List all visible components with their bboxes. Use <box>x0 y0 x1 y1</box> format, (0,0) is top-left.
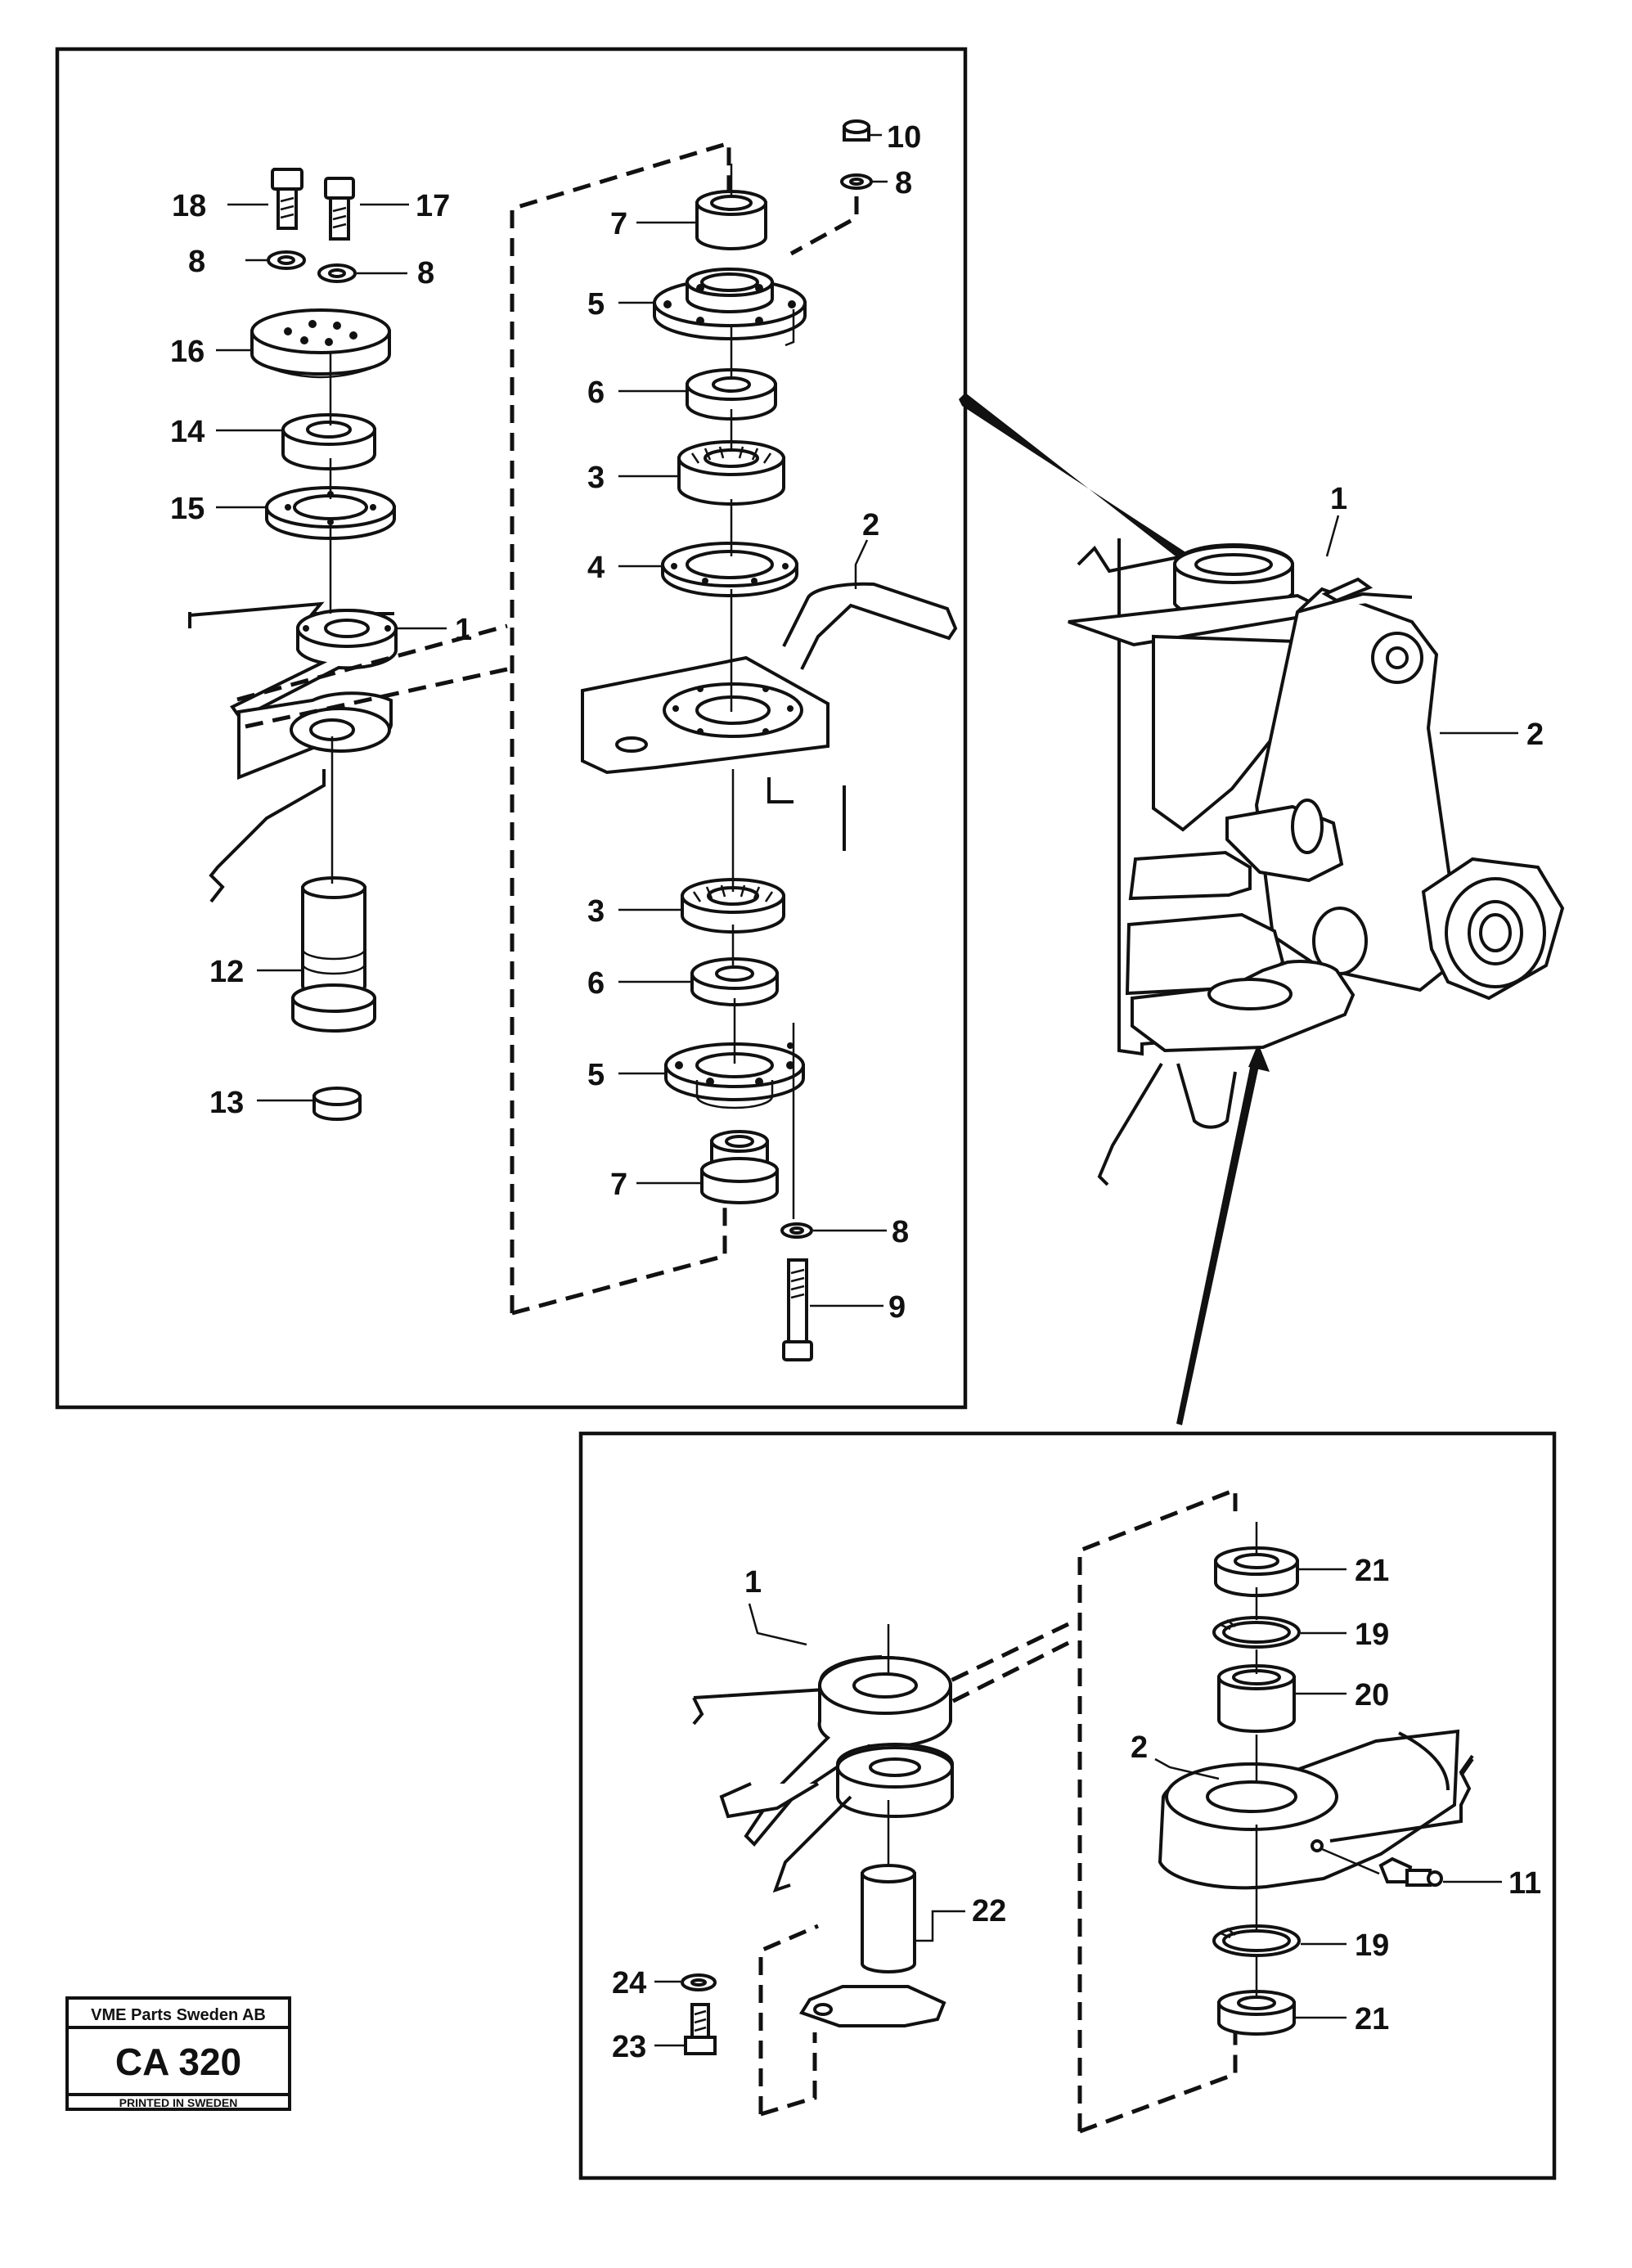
callout-label: 2 <box>1526 718 1544 752</box>
washer-8-icon <box>267 250 306 270</box>
callout-label: 6 <box>587 376 605 410</box>
bolt-18-icon <box>271 168 303 230</box>
callout-label: 8 <box>892 1215 909 1249</box>
stamp-printed: PRINTED IN SWEDEN <box>119 2096 238 2109</box>
callout-label: 7 <box>610 207 627 241</box>
stamp-code: CA 320 <box>115 2041 241 2083</box>
clevis-bottom-icon <box>719 1743 954 1893</box>
callout-label: 5 <box>587 287 605 322</box>
callout-label: 21 <box>1355 2002 1389 2036</box>
plug-13-icon <box>312 1087 362 1121</box>
callout-label: 8 <box>188 245 205 279</box>
bearing-3-icon <box>677 440 785 506</box>
flange-5-icon <box>653 268 807 340</box>
cover-16-icon <box>250 308 391 379</box>
callout-label: 18 <box>172 189 206 223</box>
callout-label: 20 <box>1355 1678 1389 1712</box>
callout-label: 14 <box>170 415 205 449</box>
callout-label: 19 <box>1355 1618 1389 1652</box>
circlip-19-icon <box>1212 1616 1301 1649</box>
shim-4-icon <box>661 542 798 597</box>
washer-24-icon <box>681 1973 717 1991</box>
callout-label: 24 <box>612 1966 646 2000</box>
axle-housing-2-icon <box>581 582 958 851</box>
callout-label: 1 <box>744 1565 762 1600</box>
callout-label: 8 <box>417 256 434 290</box>
callout-label: 12 <box>209 955 244 989</box>
callout-label: 22 <box>972 1894 1006 1928</box>
seal-14-icon <box>281 413 376 470</box>
seal-6-lower-icon <box>690 957 779 1006</box>
bushing-21-icon <box>1214 1546 1299 1597</box>
frame-arm-lower-icon <box>209 691 393 903</box>
bottom-detail-panel <box>578 1431 1557 2180</box>
callout-label: 10 <box>887 120 921 155</box>
callout-label: 19 <box>1355 1928 1389 1963</box>
pin-22-icon <box>798 1864 946 2027</box>
callout-label: 15 <box>170 492 205 526</box>
callout-label: 2 <box>862 508 879 542</box>
bolt-23-icon <box>684 2003 717 2055</box>
bushing-20-icon <box>1217 1664 1296 1733</box>
assembled-view <box>1068 538 1565 1186</box>
stamp-company: VME Parts Sweden AB <box>91 2006 266 2024</box>
top-detail-panel <box>55 47 968 1410</box>
callout-label: 8 <box>895 166 912 200</box>
catalog-stamp: VME Parts Sweden AB CA 320 PRINTED IN SW… <box>65 1996 291 2111</box>
callout-label: 13 <box>209 1086 244 1120</box>
callout-label: 17 <box>416 189 450 223</box>
washer-8-icon <box>317 263 357 283</box>
nut-10-icon <box>843 119 870 142</box>
washer-8-lower-icon <box>780 1222 813 1239</box>
callout-label: 1 <box>455 613 472 647</box>
kingpin-12-icon <box>291 876 376 1033</box>
callout-label: 5 <box>587 1058 605 1092</box>
bottom-panel-parts <box>681 1487 1474 2134</box>
bearing-3-lower-icon <box>681 878 785 934</box>
axle-housing-2-bottom-icon <box>1158 1729 1474 1890</box>
washer-8-icon <box>840 173 873 190</box>
callout-label: 3 <box>587 894 605 929</box>
callout-label: 4 <box>587 551 605 585</box>
callout-label: 23 <box>612 2030 646 2064</box>
callout-label: 1 <box>1330 482 1347 516</box>
bushing-7-icon <box>695 190 767 250</box>
callout-label: 7 <box>610 1168 627 1202</box>
connector-arrows <box>959 393 1270 1425</box>
bolt-17-icon <box>324 177 355 241</box>
callout-label: 9 <box>888 1290 906 1325</box>
callout-label: 2 <box>1131 1730 1148 1765</box>
bushing-21-lower-icon <box>1217 1990 1296 2036</box>
bushing-7-lower-icon <box>700 1130 779 1204</box>
callout-label: 16 <box>170 335 205 369</box>
leader-lines <box>216 133 1518 2047</box>
right-stack-parts <box>236 119 958 1361</box>
callout-label: 11 <box>1508 1866 1541 1901</box>
grease-nipple-11-icon <box>1311 1839 1443 1887</box>
callout-label: 21 <box>1355 1554 1389 1588</box>
flange-5-lower-icon <box>664 1042 805 1109</box>
callout-label: 6 <box>587 966 605 1001</box>
callout-label: 3 <box>587 461 605 495</box>
bolt-9-icon <box>782 1258 813 1361</box>
